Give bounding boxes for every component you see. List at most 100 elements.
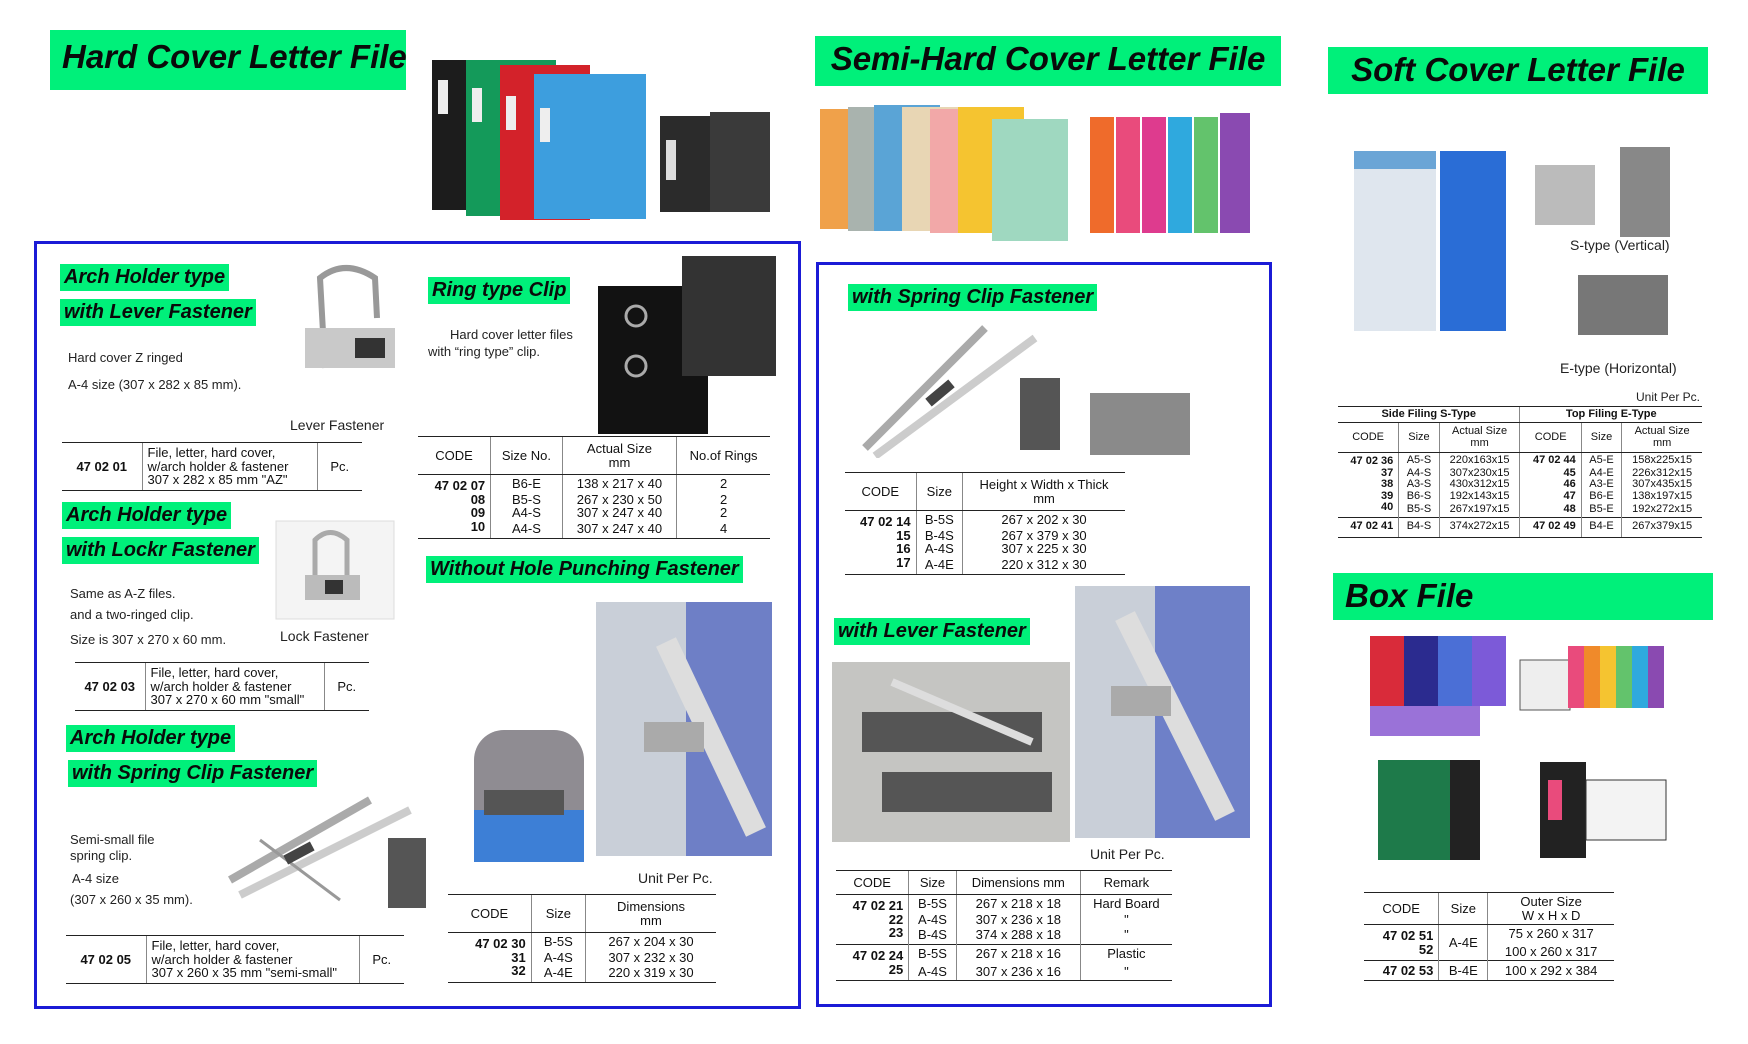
arch-lever-desc-2: A-4 size (307 x 282 x 85 mm). [68,377,242,392]
arch-lock-desc-a: File, letter, hard cover, [150,665,279,681]
box-size: A-4E [1438,924,1488,961]
semi-spring-dim: 220 x 312 x 30 [962,555,1125,575]
ring-dim: 267 x 230 x 50 [561,492,677,507]
nohole-size: A-4S [530,950,586,965]
soft-dim-e: 158x225x15 [1621,452,1702,468]
lock-fastener-caption: Lock Fastener [280,628,369,644]
soft-hdr-size-s: Size [1398,422,1440,453]
soft-size-s: A5-S [1398,452,1440,468]
soft-cover-files-image [1354,147,1670,335]
semi-lever-dim: 307 x 236 x 18 [955,912,1081,927]
ring-count: 2 [676,492,770,507]
soft-code-e: 47 [1519,490,1582,503]
soft-size-s: B5-S [1398,502,1440,518]
soft-code-s: 47 02 36 [1350,455,1394,467]
ring-desc-1: Hard cover letter files [450,327,573,342]
spring-clip-image [228,796,426,908]
box-dim: 100 x 292 x 384 [1487,960,1614,982]
semi-spring-hdr-hw2: mm [1033,490,1055,506]
semi-hard-cover-title: Semi-Hard Cover Letter File [815,36,1281,86]
soft-dim-s: 220x163x15 [1438,452,1520,468]
soft-code-e: 46 [1519,479,1582,491]
no-hole-fastener-image [596,602,772,856]
box-hdr-code: CODE [1364,892,1439,925]
ring-type-title: Ring type Clip [428,277,571,304]
semi-spring-code: 17 [845,556,917,575]
semi-spring-size: A-4E [915,555,963,575]
e-type-caption: E-type (Horizontal) [1560,360,1677,376]
semi-lever-remark: " [1079,912,1172,927]
arch-spring-unit: Pc. [358,935,404,984]
soft-hdr-act1-s: Actual Size [1452,424,1508,437]
soft-code-s: 37 [1381,466,1394,479]
arch-spring-desc-2: spring clip. [70,848,133,863]
arch-lever-label-2: with Lever Fastener [60,299,256,326]
semi-lever-title: with Lever Fastener [834,618,1030,645]
semi-spring-title: with Spring Clip Fastener [848,284,1098,311]
box-code: 52 [1418,941,1434,957]
arch-lock-unit: Pc. [323,662,369,711]
nohole-dim: 307 x 232 x 30 [585,950,716,965]
semi-lever-dim: 374 x 288 x 18 [955,926,1081,945]
semi-lever-remark: " [1079,962,1172,982]
nohole-hdr-dim1: Dimensions [617,898,685,914]
box-size: B-4E [1438,960,1488,982]
ring-code: 08 [470,491,486,507]
soft-size-s: A4-S [1398,467,1440,480]
soft-code-s: 47 02 41 [1338,516,1399,538]
ring-size: B6-E [490,474,563,493]
semi-lever-dim: 267 x 218 x 18 [955,894,1081,913]
soft-dim-s: 307x230x15 [1438,467,1520,480]
soft-code-e: 48 [1519,502,1582,518]
soft-hdr-act2-e: mm [1652,436,1672,449]
arch-lever-desc-b: w/arch holder & fastener [147,458,289,474]
nohole-dim: 220 x 319 x 30 [585,964,716,983]
arch-lock-desc-c: 307 x 270 x 60 mm "small" [150,692,305,708]
ring-size: B5-S [490,492,563,507]
soft-dim-e: 192x272x15 [1621,502,1702,518]
semi-lever-binder-image [1075,586,1250,838]
semi-lever-hdr-code: CODE [836,870,909,895]
ring-size: A4-S [490,506,563,520]
ring-hdr-act1: Actual Size [586,440,652,456]
soft-size-s: B4-S [1398,516,1440,538]
ring-dim: 307 x 247 x 40 [561,506,677,520]
ring-count: 2 [676,474,770,493]
nohole-size: B-5S [530,932,586,951]
soft-size-s: A3-S [1398,479,1440,491]
ring-dim: 138 x 217 x 40 [561,474,677,493]
arch-spring-label-1: Arch Holder type [66,725,236,752]
soft-size-e: A3-E [1580,479,1622,491]
arch-lock-desc-b: w/arch holder & fastener [150,678,292,694]
soft-size-s: B6-S [1398,490,1440,503]
soft-code-e: 45 [1519,467,1582,480]
soft-dim-e: 138x197x15 [1621,490,1702,503]
arch-spring-table: 47 02 05 File, letter, hard cover,w/arch… [66,935,404,984]
nohole-code: 47 02 30 [475,936,526,951]
semi-lever-code: 22 [888,911,904,927]
semi-spring-dim: 307 x 225 x 30 [962,542,1125,556]
soft-dim-e: 226x312x15 [1621,467,1702,480]
soft-hdr-size-e: Size [1580,422,1622,453]
semi-lever-code: 47 02 21 [852,898,904,913]
box-file-title: Box File [1333,573,1713,620]
box-files-image [1370,636,1667,860]
semi-spring-size: B-4S [915,528,963,543]
soft-size-e: A4-E [1580,467,1622,480]
arch-lever-table: 47 02 01 File, letter, hard cover,w/arch… [62,442,362,491]
soft-size-e: A5-E [1580,452,1622,468]
